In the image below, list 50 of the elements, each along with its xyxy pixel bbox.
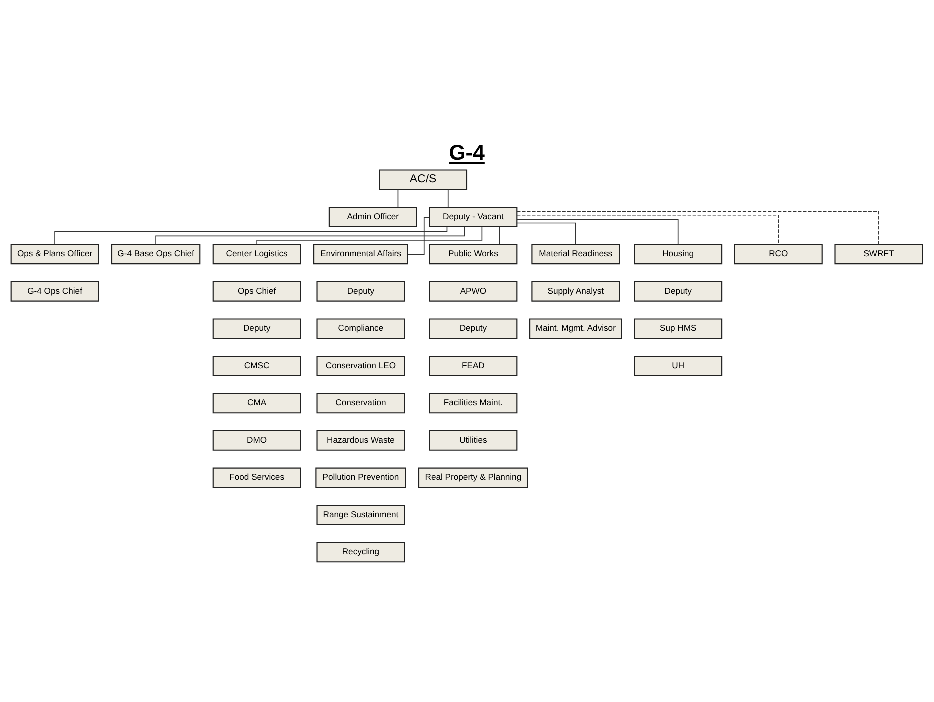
diagram-title: G-4	[449, 140, 485, 165]
node-box: Hazardous Waste	[316, 430, 406, 450]
node-box: Recycling	[316, 542, 406, 562]
node-box: UH	[634, 355, 723, 376]
node-box: Compliance	[316, 318, 406, 339]
node-box: G-4 Base Ops Chief	[111, 244, 201, 264]
node-box: Admin Officer	[328, 206, 418, 227]
node-box: G-4 Ops Chief	[10, 280, 100, 302]
node-box: Maint. Mgmt. Advisor	[530, 318, 622, 339]
node-box: Food Services	[212, 467, 302, 488]
connector	[516, 218, 679, 245]
node-box: RCO	[734, 244, 823, 264]
node-box: Deputy	[212, 318, 302, 339]
node-box: Deputy	[316, 280, 406, 302]
connector	[408, 216, 430, 255]
node-box: Sup HMS	[634, 318, 723, 339]
connector	[499, 226, 500, 244]
node-box: Utilities	[429, 430, 518, 450]
node-box: Facilities Maint.	[429, 392, 518, 414]
node-box: SWRFT	[834, 244, 924, 264]
node-box: Environmental Affairs	[314, 244, 408, 264]
connector	[54, 226, 448, 245]
node-box: CMA	[212, 392, 302, 414]
node-box: Range Sustainment	[316, 504, 406, 525]
connector	[516, 214, 780, 244]
node-box: Real Property & Planning	[418, 467, 528, 488]
node-box: Deputy	[634, 280, 723, 302]
node-box: Ops & Plans Officer	[10, 244, 100, 264]
node-box: Deputy - Vacant	[429, 206, 518, 227]
node-box: Public Works	[429, 244, 518, 264]
connector	[398, 188, 399, 208]
node-box: Deputy	[429, 318, 518, 339]
connector	[516, 222, 576, 244]
node-box: Conservation	[316, 392, 406, 414]
connector	[256, 226, 483, 244]
node-box: DMO	[212, 430, 302, 450]
node-box: Supply Analyst	[532, 280, 620, 302]
node-box: Material Readiness	[532, 244, 620, 264]
node-box: Pollution Prevention	[316, 467, 406, 488]
node-box: Housing	[634, 244, 723, 264]
connector	[156, 226, 466, 245]
node-box: Center Logistics	[212, 244, 302, 264]
node-box: CMSC	[212, 355, 302, 376]
node-box: Conservation LEO	[316, 355, 406, 376]
node-box: FEAD	[429, 355, 518, 376]
connector	[448, 188, 449, 208]
node-box: Ops Chief	[212, 280, 302, 302]
node-box: APWO	[429, 280, 518, 302]
node-box: AC/S	[379, 169, 468, 190]
connector	[516, 210, 880, 245]
